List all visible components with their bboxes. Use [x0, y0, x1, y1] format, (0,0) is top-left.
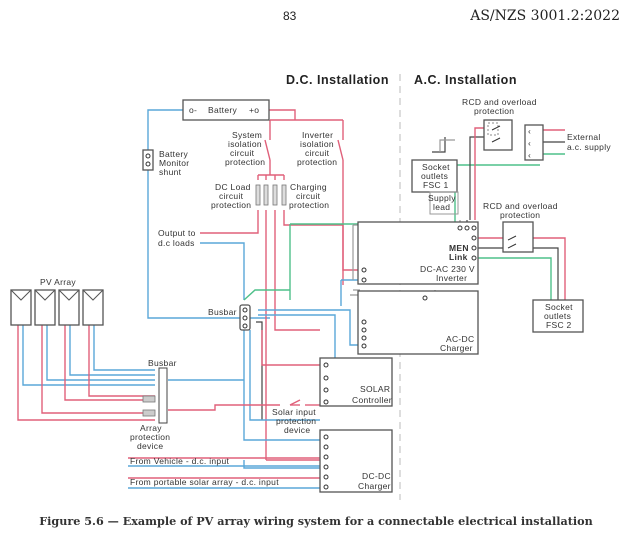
svg-text:isolation: isolation: [228, 139, 262, 149]
dc-installation-title: D.C. Installation: [286, 73, 389, 87]
svg-text:‹: ‹: [528, 138, 531, 148]
svg-text:AC-DC: AC-DC: [446, 334, 474, 344]
svg-text:device: device: [137, 441, 163, 451]
svg-text:SOLAR: SOLAR: [360, 384, 390, 394]
array-busbar: Busbar: [148, 358, 177, 424]
supply-lead-label: Supply lead: [428, 191, 459, 215]
svg-text:Charger: Charger: [440, 343, 473, 353]
svg-text:Supply: Supply: [428, 193, 456, 203]
svg-text:Solar input: Solar input: [272, 407, 316, 417]
battery-monitor-shunt: Battery Monitor shunt: [142, 149, 189, 177]
pv-array: PV Array: [10, 277, 104, 326]
svg-text:FSC 2: FSC 2: [546, 320, 572, 330]
svg-text:External: External: [567, 132, 601, 142]
from-vehicle-label: From Vehicle - d.c. input: [130, 456, 229, 466]
svg-text:a.c. supply: a.c. supply: [567, 142, 611, 152]
external-supply-label: External a.c. supply: [567, 132, 611, 152]
external-supply-plug: ‹ ‹ ‹: [524, 124, 544, 161]
svg-text:DC-AC 230 V: DC-AC 230 V: [420, 264, 475, 274]
dc-dc-charger: DC-DC Charger: [319, 429, 393, 493]
rcd-middle: RCD and overload protection: [483, 201, 558, 253]
inverter-isolation-protection: Inverter isolation circuit protection: [297, 130, 344, 167]
ac-installation-title: A.C. Installation: [414, 73, 517, 87]
solar-input-protection: Solar input protection device: [272, 399, 316, 435]
svg-text:Busbar: Busbar: [148, 358, 177, 368]
main-busbar: Busbar: [208, 304, 251, 331]
svg-text:circuit: circuit: [219, 191, 244, 201]
socket-outlets-fsc2: Socket outlets FSC 2: [532, 299, 584, 333]
svg-text:protection: protection: [500, 210, 540, 220]
svg-text:Monitor: Monitor: [159, 158, 189, 168]
svg-text:DC Load: DC Load: [215, 182, 251, 192]
svg-text:outlets: outlets: [544, 311, 571, 321]
svg-text:protection: protection: [289, 200, 329, 210]
svg-text:outlets: outlets: [421, 171, 448, 181]
pv-array-label: PV Array: [40, 277, 76, 287]
dc-ac-inverter: MEN Link DC-AC 230 V Inverter: [357, 221, 479, 285]
svg-text:Controller: Controller: [352, 395, 392, 405]
standard-code: AS/NZS 3001.2:2022: [470, 8, 620, 24]
svg-text:circuit: circuit: [230, 148, 255, 158]
svg-text:Array: Array: [140, 423, 162, 433]
array-protection-device: Array protection device: [130, 395, 170, 451]
svg-text:circuit: circuit: [305, 148, 330, 158]
svg-text:protection: protection: [225, 157, 265, 167]
output-dc-loads-label: Output to d.c loads: [158, 228, 196, 248]
svg-text:System: System: [232, 130, 262, 140]
battery-pos-terminal: +o: [249, 105, 259, 115]
svg-text:Inverter: Inverter: [302, 130, 333, 140]
page-number: 83: [283, 9, 297, 23]
battery: o- Battery +o: [182, 99, 270, 121]
svg-text:Output to: Output to: [158, 228, 196, 238]
svg-text:protection: protection: [297, 157, 337, 167]
rcd-top: RCD and overload protection: [462, 97, 537, 151]
link-label: Link: [449, 252, 468, 262]
svg-text:protection: protection: [474, 106, 514, 116]
svg-text:device: device: [284, 425, 310, 435]
svg-text:lead: lead: [433, 202, 450, 212]
svg-text:Charger: Charger: [358, 481, 391, 491]
men-label: MEN: [449, 243, 469, 253]
svg-text:Busbar: Busbar: [208, 307, 237, 317]
dc-load-protection-label: DC Load circuit protection: [211, 182, 251, 210]
charging-protection-label: Charging circuit protection: [289, 182, 329, 210]
svg-text:shunt: shunt: [159, 167, 182, 177]
svg-text:RCD and overload: RCD and overload: [462, 97, 537, 107]
svg-text:‹: ‹: [528, 126, 531, 136]
svg-text:FSC 1: FSC 1: [423, 180, 449, 190]
ac-dc-charger: AC-DC Charger: [357, 290, 479, 355]
svg-text:isolation: isolation: [300, 139, 334, 149]
dc-fuses: [255, 184, 287, 206]
figure-caption: Figure 5.6 — Example of PV array wiring …: [39, 514, 593, 528]
svg-text:Socket: Socket: [545, 302, 573, 312]
from-portable-solar-label: From portable solar array - d.c. input: [130, 477, 279, 487]
system-isolation-protection: System isolation circuit protection: [225, 130, 271, 167]
svg-text:Charging: Charging: [290, 182, 327, 192]
svg-text:RCD and overload: RCD and overload: [483, 201, 558, 211]
svg-text:protection: protection: [211, 200, 251, 210]
battery-label: Battery: [208, 105, 237, 115]
svg-text:‹: ‹: [528, 150, 531, 160]
svg-text:Inverter: Inverter: [436, 273, 467, 283]
svg-text:DC-DC: DC-DC: [362, 471, 391, 481]
svg-text:protection: protection: [130, 432, 170, 442]
svg-text:d.c loads: d.c loads: [158, 238, 195, 248]
svg-text:Battery: Battery: [159, 149, 188, 159]
socket-outlets-fsc1: Socket outlets FSC 1: [411, 159, 458, 193]
svg-text:protection: protection: [276, 416, 316, 426]
solar-controller: SOLAR Controller: [319, 357, 393, 407]
svg-text:Socket: Socket: [422, 162, 450, 172]
svg-text:circuit: circuit: [296, 191, 321, 201]
battery-neg-terminal: o-: [189, 105, 197, 115]
